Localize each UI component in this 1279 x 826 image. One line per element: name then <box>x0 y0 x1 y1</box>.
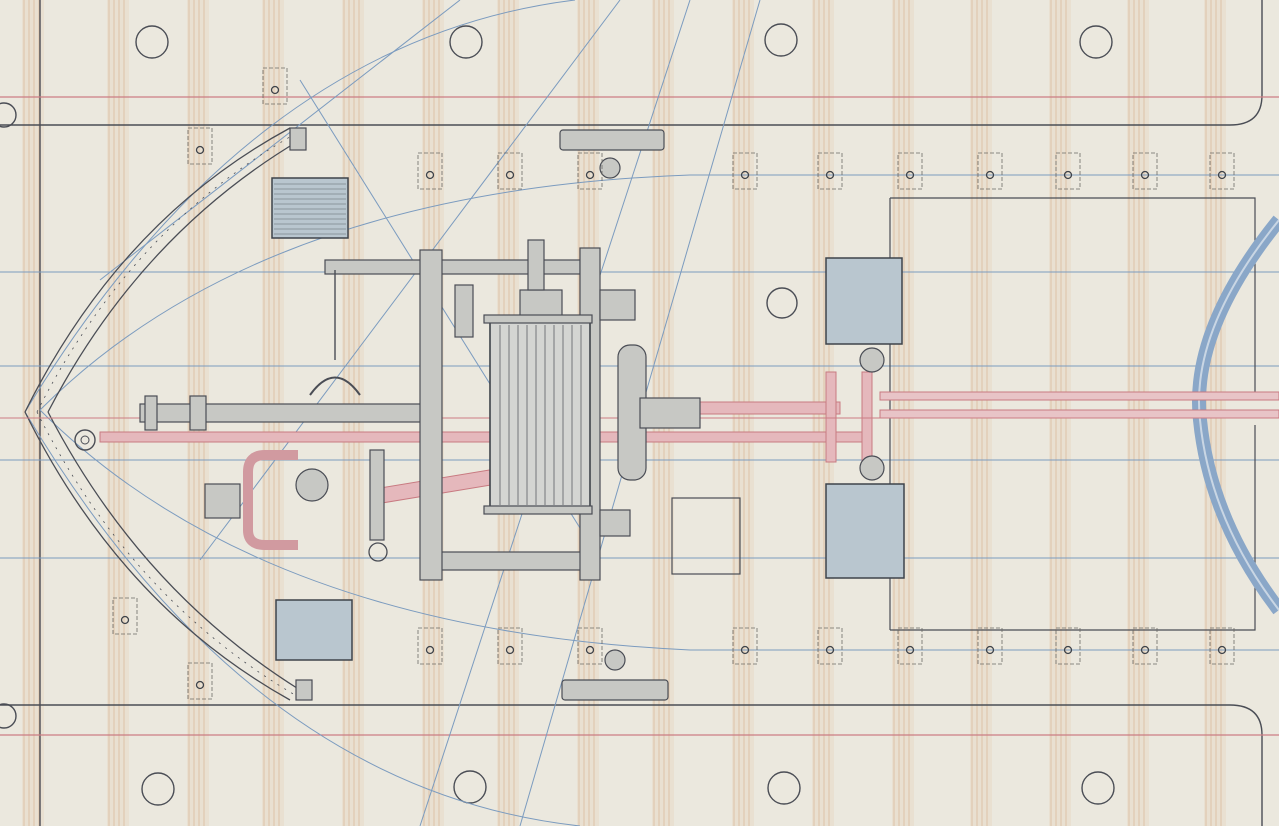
bow-plating <box>24 127 301 701</box>
capstan-ring <box>1192 215 1279 615</box>
central-engine <box>309 239 701 581</box>
deck-portholes <box>0 23 1115 806</box>
deck-pads <box>112 67 1235 700</box>
upper-left-tank <box>271 127 349 239</box>
main-shaft <box>74 395 441 562</box>
upper-right-tank <box>825 257 903 373</box>
bollard-top <box>559 129 665 179</box>
lower-left-tank <box>275 599 353 701</box>
lower-right-tank <box>825 455 905 579</box>
bollard-bottom <box>561 649 669 701</box>
